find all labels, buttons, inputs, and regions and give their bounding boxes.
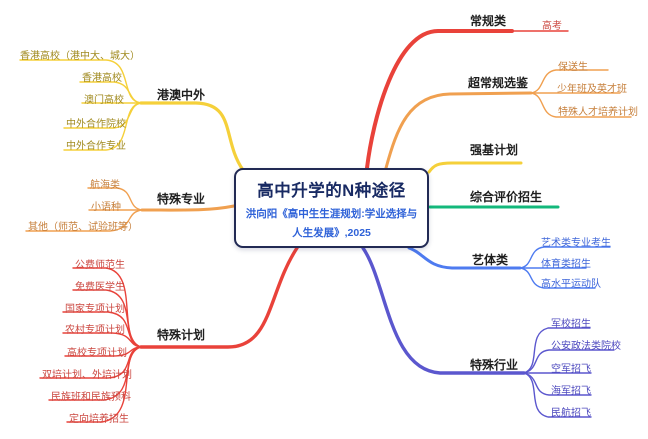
central-topic-subtitle: 洪向阳《高中生生涯规划:学业选择与人生发展》,2025 bbox=[245, 208, 418, 240]
subtopic-label[interactable]: 农村专项计划 bbox=[65, 325, 125, 336]
subtopic-label[interactable]: 小语种 bbox=[91, 202, 121, 213]
central-topic-title: 高中升学的N种途径 bbox=[257, 182, 406, 200]
branch-line bbox=[365, 29, 514, 170]
branch-lines-arts-sports bbox=[407, 246, 611, 289]
child-line bbox=[25, 209, 143, 232]
subtopic-label[interactable]: 定向培养招生 bbox=[69, 414, 129, 425]
child-line bbox=[66, 346, 142, 423]
subtopic-label[interactable]: 体育类招生 bbox=[541, 259, 591, 270]
subtopic-label[interactable]: 中外合作专业 bbox=[66, 141, 126, 152]
topic-strong-base-plan[interactable]: 强基计划 bbox=[470, 143, 519, 157]
branch-line bbox=[139, 101, 245, 172]
child-line bbox=[79, 81, 142, 104]
branch-lines-special-plans bbox=[39, 246, 299, 423]
subtopic-label[interactable]: 民族班和民族预科 bbox=[51, 392, 131, 403]
topic-hk-macau-intl[interactable]: 港澳中外 bbox=[157, 88, 206, 102]
child-line bbox=[519, 246, 611, 269]
topic-arts-sports[interactable]: 艺体类 bbox=[472, 253, 509, 267]
central-topic[interactable]: 高中升学的N种途径 洪向阳《高中生生涯规划:学业选择与人生发展》,2025 bbox=[234, 168, 429, 248]
branch-line bbox=[361, 246, 526, 375]
subtopic-label[interactable]: 空军招飞 bbox=[551, 364, 591, 375]
branch-lines-strong-base-plan bbox=[427, 161, 523, 174]
branch-line bbox=[140, 204, 236, 212]
subtopic-label[interactable]: 少年班及英才班 bbox=[557, 84, 627, 95]
subtopic-label[interactable]: 艺术类专业考生 bbox=[541, 238, 611, 249]
topic-special-plans[interactable]: 特殊计划 bbox=[157, 328, 206, 342]
topic-comprehensive-evaluation[interactable]: 综合评价招生 bbox=[470, 190, 543, 204]
branch-line bbox=[407, 246, 522, 270]
topic-special-industries[interactable]: 特殊行业 bbox=[470, 358, 519, 372]
subtopic-label[interactable]: 香港高校（港中大、城大） bbox=[20, 51, 140, 62]
subtopic-label[interactable]: 澳门高校 bbox=[84, 95, 124, 106]
subtopic-label[interactable]: 中外合作院校 bbox=[66, 119, 126, 130]
subtopic-label[interactable]: 保送生 bbox=[558, 62, 588, 73]
subtopic-label[interactable]: 香港高校 bbox=[82, 73, 122, 84]
subtopic-label[interactable]: 军校招生 bbox=[551, 319, 591, 330]
subtopic-label[interactable]: 双培计划、外培计划 bbox=[42, 370, 132, 381]
child-line bbox=[523, 349, 615, 374]
child-line bbox=[63, 102, 142, 151]
branch-lines-extraordinary-selection bbox=[384, 69, 632, 170]
subtopic-label[interactable]: 其他（师范、试验班等） bbox=[28, 222, 138, 233]
child-line bbox=[519, 267, 596, 289]
subtopic-label[interactable]: 公费师范生 bbox=[75, 260, 125, 271]
branch-lines-hk-macau-intl bbox=[19, 59, 245, 172]
subtopic-label[interactable]: 高校专项计划 bbox=[67, 348, 127, 359]
subtopic-label[interactable]: 特殊人才培养计划 bbox=[558, 107, 638, 118]
branch-line bbox=[384, 91, 533, 170]
child-line bbox=[530, 92, 632, 118]
subtopic-label[interactable]: 高水平运动队 bbox=[541, 279, 601, 290]
branch-line bbox=[139, 246, 299, 349]
topic-special-majors[interactable]: 特殊专业 bbox=[157, 192, 206, 206]
topic-extraordinary-selection[interactable]: 超常规选鉴 bbox=[468, 76, 529, 90]
subtopic-label[interactable]: 免费医学生 bbox=[75, 282, 125, 293]
child-line bbox=[62, 332, 142, 348]
subtopic-label[interactable]: 公安政法类院校 bbox=[551, 341, 621, 352]
child-line bbox=[87, 187, 143, 211]
child-line bbox=[523, 372, 592, 418]
subtopic-label[interactable]: 高考 bbox=[542, 21, 562, 32]
branch-lines-special-majors bbox=[25, 187, 236, 232]
subtopic-label[interactable]: 民航招飞 bbox=[551, 408, 591, 419]
subtopic-label[interactable]: 国家专项计划 bbox=[65, 304, 125, 315]
subtopic-label[interactable]: 海军招飞 bbox=[551, 386, 591, 397]
branch-line bbox=[427, 161, 523, 174]
topic-regular[interactable]: 常规类 bbox=[470, 14, 507, 28]
subtopic-label[interactable]: 航海类 bbox=[90, 180, 120, 191]
child-line bbox=[72, 289, 142, 348]
child-line bbox=[530, 69, 609, 94]
branch-lines-regular bbox=[365, 29, 569, 170]
branch-lines-special-industries bbox=[361, 246, 615, 418]
child-line bbox=[523, 327, 591, 374]
